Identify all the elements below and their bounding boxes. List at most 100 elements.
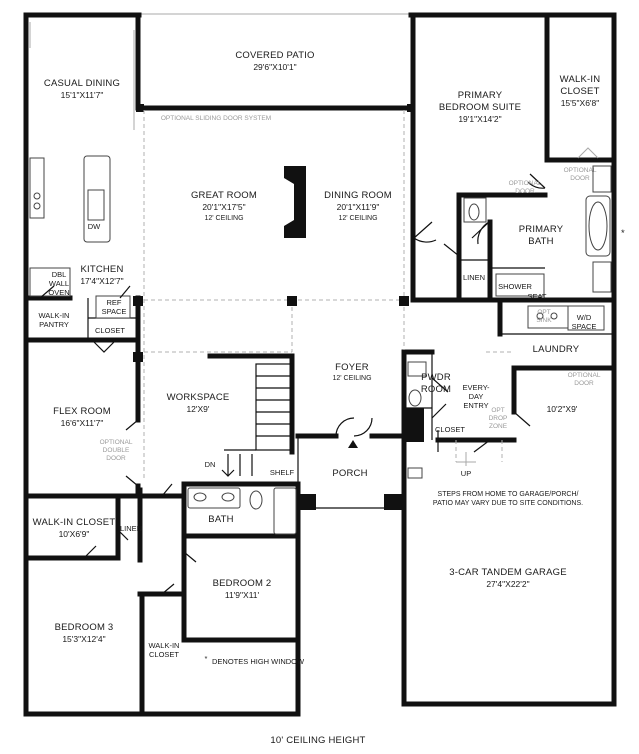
primary-suite-name-2: BEDROOM SUITE (439, 102, 521, 113)
walkin-closet-primary-name-1: WALK-IN (560, 74, 601, 85)
high-window-note: DENOTES HIGH WINDOW (212, 657, 305, 666)
walkin-pantry-1: WALK-IN (39, 311, 70, 320)
ref-space-2: SPACE (102, 307, 127, 316)
seat-label: SEAT (527, 292, 546, 301)
opt-sink-2: SINK (536, 317, 552, 324)
kitchen-name: KITCHEN (80, 264, 123, 275)
garage-name: 3-CAR TANDEM GARAGE (449, 567, 566, 578)
primary-suite-dim: 19'1"X14'2" (458, 114, 501, 124)
optional-door-garage-2: DOOR (574, 380, 594, 387)
optional-sliding-door-note: OPTIONAL SLIDING DOOR SYSTEM (161, 115, 271, 122)
optional-door-closet-1: OPTIONAL (564, 167, 597, 174)
walkin-closet-br2-name-2: CLOSET (149, 650, 179, 659)
staircase (221, 363, 293, 477)
walkin-closet-10-name: WALK-IN CLOSET (33, 517, 116, 528)
opt-drop-zone-1: OPT (491, 407, 504, 414)
ceiling-height-note: 10' CEILING HEIGHT (270, 735, 365, 746)
workspace-dim: 12'X9' (186, 404, 209, 414)
walkin-closet-10-dim: 10'X6'9" (59, 529, 90, 539)
kitchen-fixtures (29, 22, 135, 319)
up-label: UP (461, 469, 471, 478)
window-marker: * (621, 228, 625, 239)
bath-fixtures (187, 361, 476, 535)
garage-dim: 27'4"X22'2" (486, 579, 529, 589)
wd-space-2: SPACE (572, 322, 597, 331)
interior-walls (23, 12, 617, 717)
dashed-guides (143, 110, 514, 480)
foyer-name: FOYER (335, 362, 369, 373)
foyer-ceiling: 12' CEILING (332, 375, 371, 382)
garage-steps-note-1: STEPS FROM HOME TO GARAGE/PORCH/ (438, 491, 579, 498)
great-room-dim: 20'1"X17'5" (202, 202, 245, 212)
fixture-labels: DW DBL WALL OVEN REF SPACE WALK-IN PANTR… (39, 222, 625, 533)
exterior-walls (23, 12, 617, 717)
opt-sink-1: OPT (537, 309, 550, 316)
great-room-ceiling: 12' CEILING (204, 215, 243, 222)
flex-room-name: FLEX ROOM (53, 406, 111, 417)
casual-dining-dim: 15'1"X11'7" (61, 90, 104, 100)
covered-patio-dim: 29'6"X10'1" (253, 62, 296, 72)
everyday-entry-3: ENTRY (463, 401, 488, 410)
walkin-pantry-2: PANTRY (39, 320, 69, 329)
closet-label-kitchen: CLOSET (95, 326, 125, 335)
optional-double-door-2: DOUBLE (103, 447, 130, 454)
primary-bath-name-2: BATH (528, 236, 553, 247)
room-labels: COVERED PATIO 29'6"X10'1" CASUAL DINING … (33, 50, 601, 659)
high-window-star: * (205, 654, 208, 663)
pwdr-room-name-2: ROOM (421, 384, 451, 395)
linen-label-hall: LINEN (120, 524, 142, 533)
great-room-name: GREAT ROOM (191, 190, 257, 201)
optional-double-door-1: OPTIONAL (100, 439, 133, 446)
opt-drop-zone-3: ZONE (489, 423, 508, 430)
dining-room-name: DINING ROOM (324, 190, 392, 201)
wd-space-1: W/D (577, 313, 592, 322)
everyday-entry-1: EVERY- (462, 383, 490, 392)
ref-space-1: REF (107, 298, 122, 307)
casual-dining-name: CASUAL DINING (44, 78, 120, 89)
opt-drop-zone-2: DROP (489, 415, 508, 422)
dining-room-ceiling: 12' CEILING (338, 215, 377, 222)
everyday-entry-2: DAY (469, 392, 484, 401)
bedroom2-name: BEDROOM 2 (213, 578, 272, 589)
primary-bath-fixtures (463, 165, 612, 331)
fireplace (284, 166, 306, 238)
footnotes: STEPS FROM HOME TO GARAGE/PORCH/ PATIO M… (205, 491, 584, 746)
pwdr-room-name-1: PWDR (421, 372, 451, 383)
porch-name: PORCH (332, 468, 367, 479)
primary-suite-name-1: PRIMARY (458, 90, 503, 101)
laundry-name: LAUNDRY (533, 344, 580, 355)
dbl-wall-oven-1: DBL (52, 270, 67, 279)
bedroom2-dim: 11'9"X11' (225, 590, 260, 600)
walkin-closet-primary-dim: 15'5"X6'8" (561, 98, 600, 108)
dw-label: DW (88, 222, 101, 231)
optional-notes: OPTIONAL SLIDING DOOR SYSTEM OPTIONAL DO… (100, 115, 601, 462)
covered-patio-name: COVERED PATIO (235, 50, 314, 61)
dbl-wall-oven-2: WALL (49, 279, 69, 288)
workspace-name: WORKSPACE (167, 392, 230, 403)
walkin-closet-br2-name-1: WALK-IN (149, 641, 180, 650)
garage-steps-note-2: PATIO MAY VARY DUE TO SITE CONDITIONS. (433, 500, 583, 507)
kitchen-dim: 17'4"X12'7" (80, 276, 123, 286)
shower-label: SHOWER (498, 282, 532, 291)
doors (39, 147, 599, 595)
garage-storage-dim: 10'2"X9' (547, 404, 578, 414)
shelf-label: SHELF (270, 468, 295, 477)
primary-bath-name-1: PRIMARY (519, 224, 564, 235)
bath-name: BATH (208, 514, 233, 525)
optional-door-primary-1: OPTIONAL (509, 180, 542, 187)
optional-door-closet-2: DOOR (570, 175, 590, 182)
dbl-wall-oven-3: OVEN (48, 288, 69, 297)
dn-label: DN (205, 460, 216, 469)
closet-label-foyer: CLOSET (435, 425, 465, 434)
bedroom3-name: BEDROOM 3 (55, 622, 114, 633)
linen-label-primary: LINEN (463, 273, 485, 282)
optional-door-primary-2: DOOR (515, 188, 535, 195)
optional-double-door-3: DOOR (106, 455, 126, 462)
dining-room-dim: 20'1"X11'9" (337, 202, 380, 212)
walkin-closet-primary-name-2: CLOSET (560, 86, 599, 97)
optional-door-garage-1: OPTIONAL (568, 372, 601, 379)
bedroom3-dim: 15'3"X12'4" (62, 634, 105, 644)
structural-columns (133, 296, 409, 362)
entry-arrow-icon (348, 440, 358, 448)
